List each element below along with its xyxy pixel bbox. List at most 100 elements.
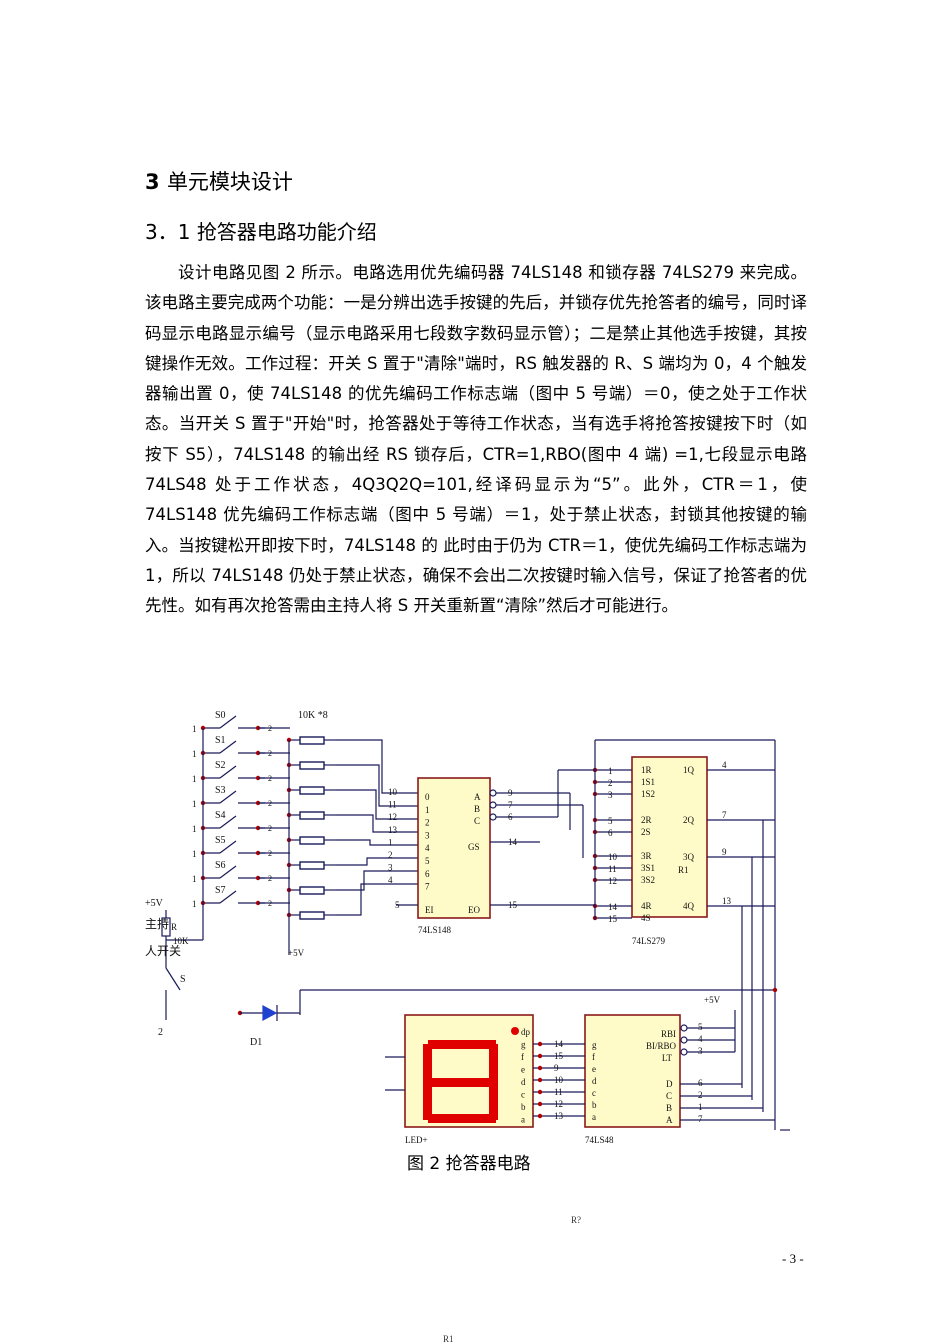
pin-label-2: 2 (268, 799, 272, 808)
pullup-resistor (299, 836, 325, 845)
switch-label-s6: S6 (215, 860, 226, 871)
switch-blade (219, 890, 237, 904)
pin-label-1: 1 (192, 749, 197, 759)
ls148-input-label: 5 (425, 856, 430, 866)
switch-blade (219, 815, 237, 829)
ls48-lt: LT (662, 1053, 673, 1063)
ls148-eo-pin: 15 (508, 900, 518, 910)
host-vcc-label: +5V (145, 898, 164, 909)
ls279-left-label: 1R (641, 765, 652, 775)
pin-label-1: 1 (192, 874, 197, 884)
ls148-ei-pin: 5 (395, 900, 400, 910)
ls148-gs-pin: 14 (508, 837, 518, 847)
chip-74ls48 (584, 1014, 681, 1128)
ls148-output-pin: 7 (508, 800, 513, 810)
ls48-birbo: BI/RBO (646, 1041, 677, 1051)
subsection-heading: 3．1 抢答器电路功能介绍 (145, 216, 377, 245)
ls279-left-pin: 5 (608, 816, 613, 826)
pin-label-1: 1 (192, 899, 197, 909)
led-segment (428, 1078, 496, 1087)
section-number: 3 (145, 170, 160, 194)
diode-symbol (262, 1004, 278, 1022)
led-segment (428, 1040, 496, 1049)
pin-label-1: 1 (192, 724, 197, 734)
led-segment-label: c (521, 1090, 525, 1100)
subsection-number: 3．1 (145, 220, 191, 244)
switch-label-s0: S0 (215, 710, 226, 721)
ls279-left-pin: 10 (608, 852, 618, 862)
ls148-output-pin: 6 (508, 812, 513, 822)
chip-74ls279 (631, 756, 708, 918)
ls148-name: 74LS148 (418, 925, 452, 935)
ls48-name: 74LS48 (585, 1135, 614, 1145)
ls48-ctrl-pin: 5 (698, 1022, 703, 1032)
ls48-left-pin: 15 (554, 1051, 564, 1061)
ls279-left-pin: 14 (608, 902, 618, 912)
ls279-left-label: 2S (641, 827, 651, 837)
ls148-output-pin: 9 (508, 788, 513, 798)
ls48-bubble (680, 1024, 688, 1032)
section-heading: 3 单元模块设计 (145, 166, 293, 196)
led-segment (423, 1082, 432, 1120)
led-segment (428, 1114, 496, 1123)
input-wire (336, 839, 418, 846)
ls279-out-pin: 4 (722, 760, 727, 770)
ls48-in-label: A (666, 1115, 673, 1125)
host-resistor-label: R (171, 922, 177, 932)
pin-label-1: 1 (192, 799, 197, 809)
chip-74ls148 (417, 777, 491, 919)
pullup-resistor (299, 861, 325, 870)
ls148-pin-number: 3 (388, 863, 393, 873)
ls148-pin-number: 13 (388, 825, 398, 835)
ls148-input-label: 0 (425, 792, 430, 802)
ls279-out-pin: 7 (722, 810, 727, 820)
ls279-out-label: 1Q (683, 765, 695, 775)
ls279-left-pin: 11 (608, 864, 617, 874)
ls48-bubble (680, 1048, 688, 1056)
ls279-out-label: 4Q (683, 901, 695, 911)
ls279-left-label: 4R (641, 901, 652, 911)
host-resistor-value: 10K (173, 936, 189, 946)
ls279-out-pin: 13 (722, 896, 732, 906)
led-segment-label: b (521, 1102, 526, 1112)
ls48-left-label: a (592, 1112, 596, 1122)
host-pin-label: 2 (158, 1027, 163, 1038)
ls148-pin-number: 1 (388, 837, 393, 847)
ls279-inner-label: R1 (678, 865, 689, 875)
ls148-input-label: 4 (425, 843, 430, 853)
ls48-bubble (680, 1036, 688, 1044)
ls148-eo-label: EO (468, 905, 480, 915)
ls148-pin-number: 10 (388, 787, 398, 797)
ls148-input-label: 2 (425, 818, 430, 828)
segment-dot (537, 1053, 543, 1059)
ls48-in-pin: 1 (698, 1102, 703, 1112)
ls279-left-label: 4S (641, 913, 651, 923)
ls148-pin-number: 4 (388, 875, 393, 885)
ls279-left-pin: 1 (608, 766, 613, 776)
ls279-left-label: 2R (641, 815, 652, 825)
input-wire (336, 870, 418, 891)
led-segment (423, 1044, 432, 1084)
led-segment-label: e (521, 1065, 525, 1075)
subsection-title: 抢答器电路功能介绍 (196, 220, 377, 244)
ls48-left-pin: 9 (554, 1063, 559, 1073)
pullup-resistor (299, 736, 325, 745)
led-segment-label: a (521, 1115, 525, 1125)
ls48-left-pin: 14 (554, 1039, 564, 1049)
pullup-resistor (299, 911, 325, 920)
pin-label-1: 1 (192, 824, 197, 834)
switch-label-s1: S1 (215, 735, 226, 746)
ls279-left-label: 3R (641, 851, 652, 861)
input-wire (336, 883, 418, 916)
pullup-resistor (299, 786, 325, 795)
page-number: - 3 - (782, 1251, 804, 1266)
input-wire (336, 857, 418, 866)
switch-label-s5: S5 (215, 835, 226, 846)
led-segment-label: dp (521, 1027, 531, 1037)
ls279-name: 74LS279 (632, 936, 666, 946)
pin-label-1: 1 (192, 774, 197, 784)
ls48-in-label: C (666, 1091, 672, 1101)
ls48-in-pin: 6 (698, 1078, 703, 1088)
input-wire (336, 814, 418, 833)
ls48-left-label: e (592, 1064, 596, 1074)
